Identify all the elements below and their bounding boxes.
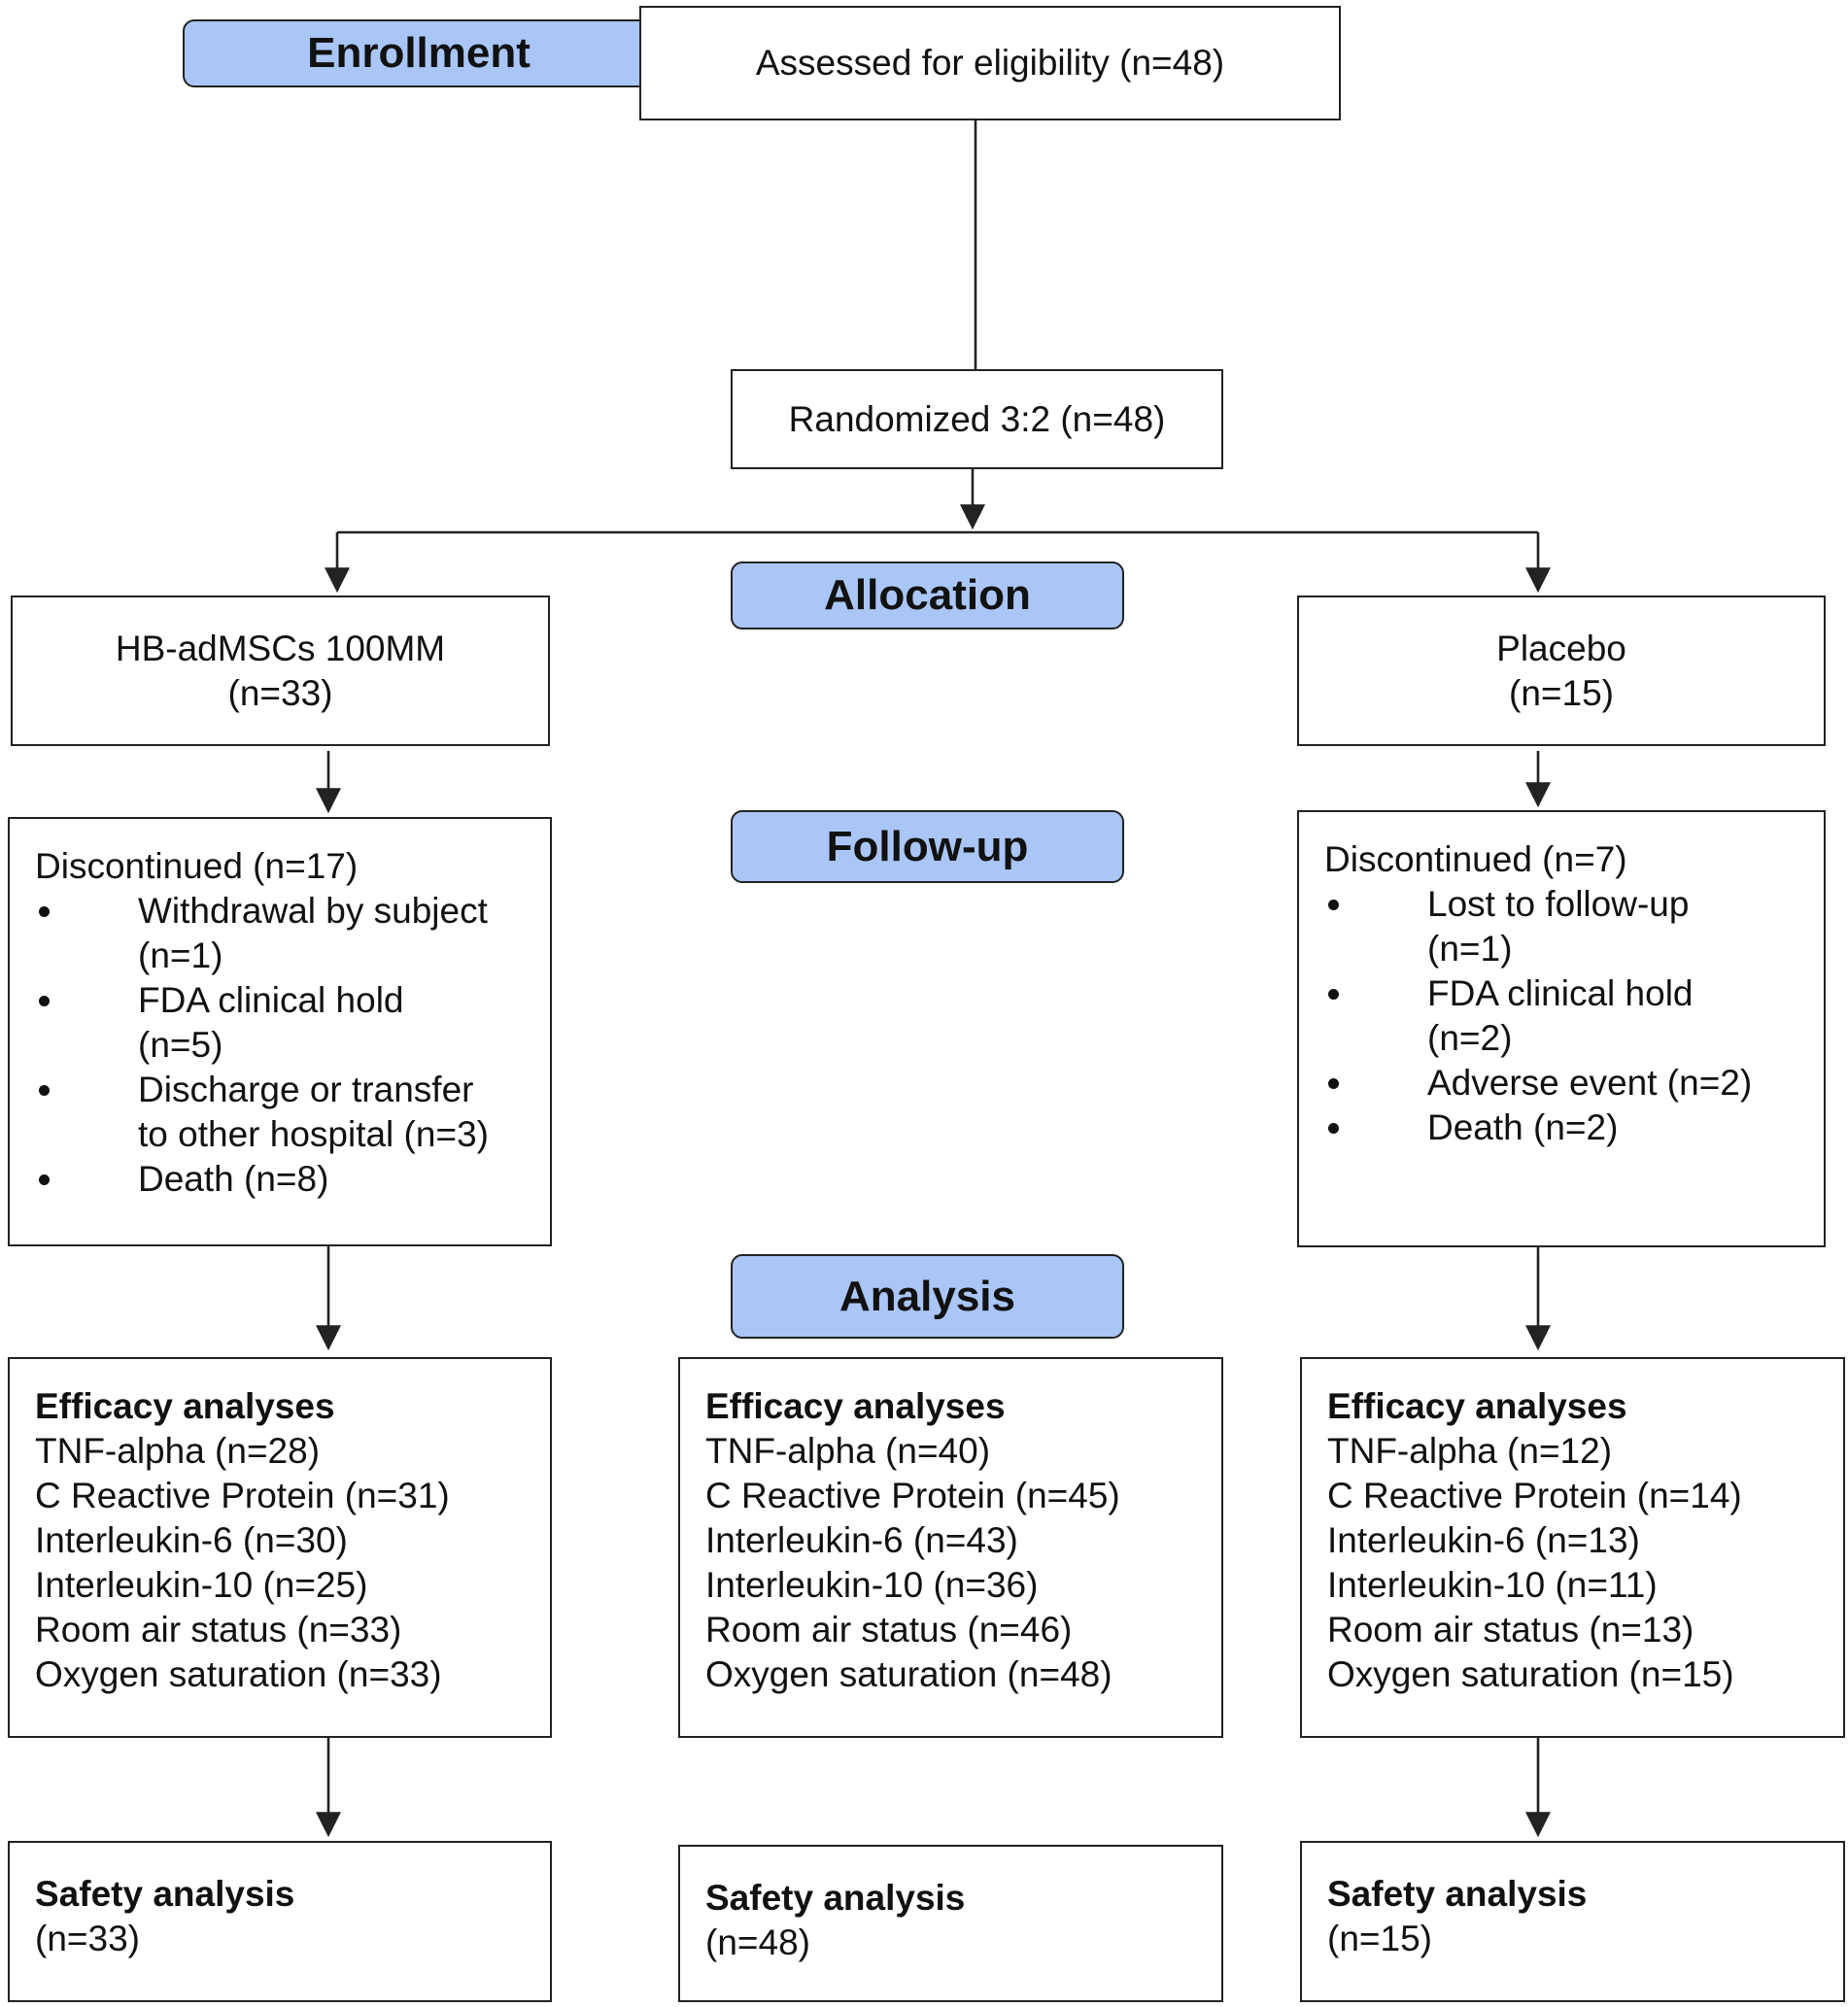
efficacy-item: Interleukin-6 (n=30)	[35, 1520, 348, 1560]
placebo-followup-box: Discontinued (n=7) Lost to follow-up(n=1…	[1297, 810, 1826, 1247]
efficacy-item: Room air status (n=46)	[705, 1610, 1073, 1650]
efficacy-heading: Efficacy analyses	[705, 1386, 1006, 1426]
efficacy-item: Interleukin-6 (n=13)	[1327, 1520, 1640, 1560]
efficacy-item: Interleukin-10 (n=36)	[705, 1565, 1039, 1605]
efficacy-item: Interleukin-10 (n=25)	[35, 1565, 368, 1605]
enrollment-label: Enrollment	[183, 19, 655, 87]
list-item: FDA clinical hold(n=5)	[35, 978, 550, 1068]
list-item: Lost to follow-up(n=1)	[1324, 882, 1824, 971]
assessed-box: Assessed for eligibility (n=48)	[639, 6, 1341, 120]
analysis-label: Analysis	[731, 1254, 1124, 1339]
safety-heading: Safety analysis	[1327, 1874, 1588, 1914]
safety-count: (n=15)	[1327, 1919, 1432, 1958]
list-item: Death (n=8)	[35, 1157, 550, 1202]
treatment-discontinued-title: Discontinued (n=17)	[35, 846, 359, 886]
list-item: Adverse event (n=2)	[1324, 1061, 1824, 1106]
placebo-discontinued-title: Discontinued (n=7)	[1324, 839, 1627, 879]
treatment-arm-count: (n=33)	[227, 672, 333, 713]
placebo-arm-count: (n=15)	[1509, 672, 1614, 713]
placebo-safety-box: Safety analysis (n=15)	[1300, 1841, 1845, 2002]
safety-heading: Safety analysis	[705, 1878, 966, 1918]
efficacy-item: TNF-alpha (n=40)	[705, 1431, 991, 1471]
allocation-label: Allocation	[731, 561, 1124, 629]
followup-label: Follow-up	[731, 810, 1124, 883]
safety-count: (n=33)	[35, 1919, 140, 1958]
efficacy-heading: Efficacy analyses	[1327, 1386, 1627, 1426]
efficacy-item: Oxygen saturation (n=48)	[705, 1654, 1112, 1694]
treatment-followup-box: Discontinued (n=17) Withdrawal by subjec…	[8, 817, 552, 1246]
placebo-arm-box: Placebo (n=15)	[1297, 595, 1826, 746]
treatment-arm-name: HB-adMSCs 100MM	[115, 628, 446, 668]
safety-heading: Safety analysis	[35, 1874, 295, 1914]
list-item: Withdrawal by subject(n=1)	[35, 889, 550, 978]
treatment-efficacy-box: Efficacy analyses TNF-alpha (n=28) C Rea…	[8, 1357, 552, 1738]
efficacy-item: C Reactive Protein (n=45)	[705, 1476, 1120, 1515]
efficacy-item: TNF-alpha (n=12)	[1327, 1431, 1613, 1471]
overall-safety-box: Safety analysis (n=48)	[678, 1845, 1223, 2002]
efficacy-item: Oxygen saturation (n=15)	[1327, 1654, 1734, 1694]
assessed-text: Assessed for eligibility (n=48)	[755, 43, 1225, 83]
placebo-efficacy-box: Efficacy analyses TNF-alpha (n=12) C Rea…	[1300, 1357, 1845, 1738]
efficacy-item: C Reactive Protein (n=31)	[35, 1476, 450, 1515]
efficacy-item: Oxygen saturation (n=33)	[35, 1654, 442, 1694]
treatment-safety-box: Safety analysis (n=33)	[8, 1841, 552, 2002]
randomized-box: Randomized 3:2 (n=48)	[731, 369, 1223, 469]
efficacy-item: Interleukin-10 (n=11)	[1327, 1565, 1658, 1605]
list-item: Death (n=2)	[1324, 1106, 1824, 1150]
placebo-arm-name: Placebo	[1496, 628, 1626, 668]
efficacy-item: Interleukin-6 (n=43)	[705, 1520, 1018, 1560]
efficacy-heading: Efficacy analyses	[35, 1386, 335, 1426]
efficacy-item: C Reactive Protein (n=14)	[1327, 1476, 1742, 1515]
treatment-discontinued-list: Withdrawal by subject(n=1) FDA clinical …	[35, 889, 550, 1202]
overall-efficacy-box: Efficacy analyses TNF-alpha (n=40) C Rea…	[678, 1357, 1223, 1738]
safety-count: (n=48)	[705, 1922, 810, 1962]
placebo-discontinued-list: Lost to follow-up(n=1) FDA clinical hold…	[1324, 882, 1824, 1150]
list-item: FDA clinical hold(n=2)	[1324, 971, 1824, 1061]
efficacy-item: Room air status (n=33)	[35, 1610, 402, 1650]
efficacy-item: Room air status (n=13)	[1327, 1610, 1694, 1650]
efficacy-item: TNF-alpha (n=28)	[35, 1431, 321, 1471]
treatment-arm-box: HB-adMSCs 100MM (n=33)	[11, 595, 550, 746]
randomized-text: Randomized 3:2 (n=48)	[788, 398, 1166, 439]
